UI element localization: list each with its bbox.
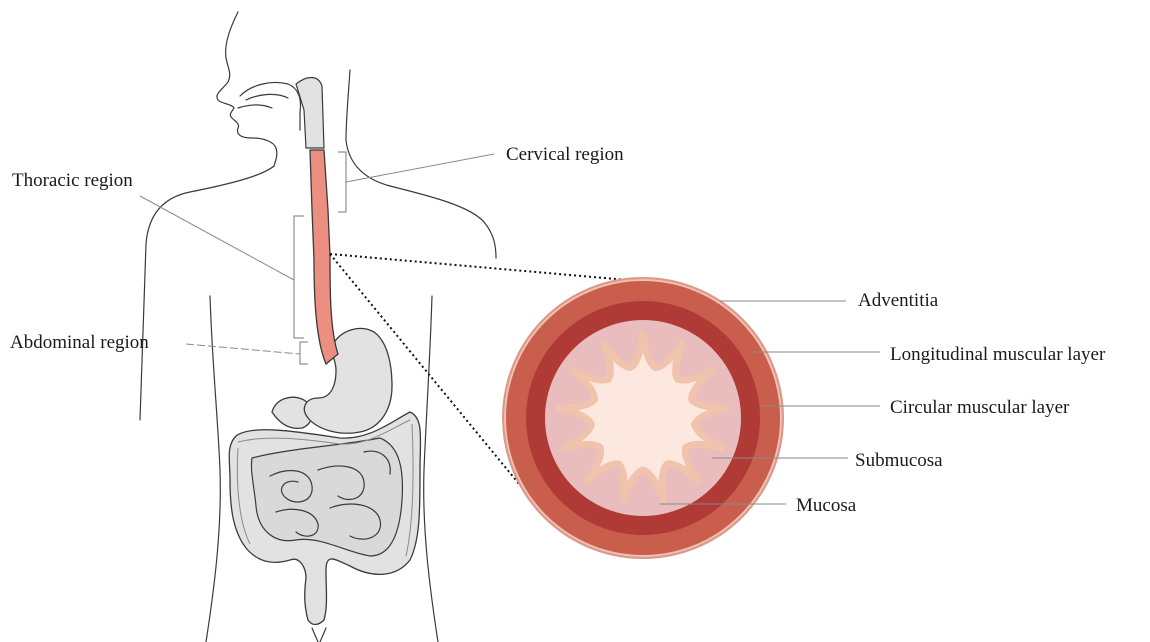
stomach	[304, 328, 392, 433]
intestines	[229, 397, 420, 624]
abdominal-bracket	[300, 342, 308, 364]
right-torso	[424, 296, 438, 642]
lower-jaw-inner	[238, 105, 272, 108]
tongue	[246, 94, 288, 100]
cervical-region-label: Cervical region	[506, 144, 624, 165]
oral-cavity	[240, 83, 301, 131]
esophagus-cross-section	[503, 278, 783, 558]
longitudinal-muscular-layer-label: Longitudinal muscular layer	[890, 344, 1106, 365]
face-profile	[217, 12, 277, 166]
neck-back	[346, 70, 390, 186]
thoracic-bracket	[294, 216, 304, 338]
cervical-bracket	[338, 152, 346, 212]
adventitia-label: Adventitia	[858, 290, 939, 311]
cervical-leader	[346, 154, 494, 182]
right-shoulder	[390, 186, 496, 258]
groin-line	[312, 628, 326, 642]
esophagus	[310, 150, 338, 364]
submucosa-label: Submucosa	[855, 450, 943, 471]
left-torso	[206, 296, 220, 642]
thoracic-region-label: Thoracic region	[12, 170, 133, 191]
left-shoulder	[146, 166, 274, 244]
mucosa-label: Mucosa	[796, 495, 857, 516]
abdominal-region-label: Abdominal region	[10, 332, 149, 353]
abdominal-leader	[186, 344, 300, 354]
circular-muscular-layer-label: Circular muscular layer	[890, 397, 1070, 418]
thoracic-leader	[140, 196, 294, 280]
zoom-line-top	[330, 254, 650, 282]
